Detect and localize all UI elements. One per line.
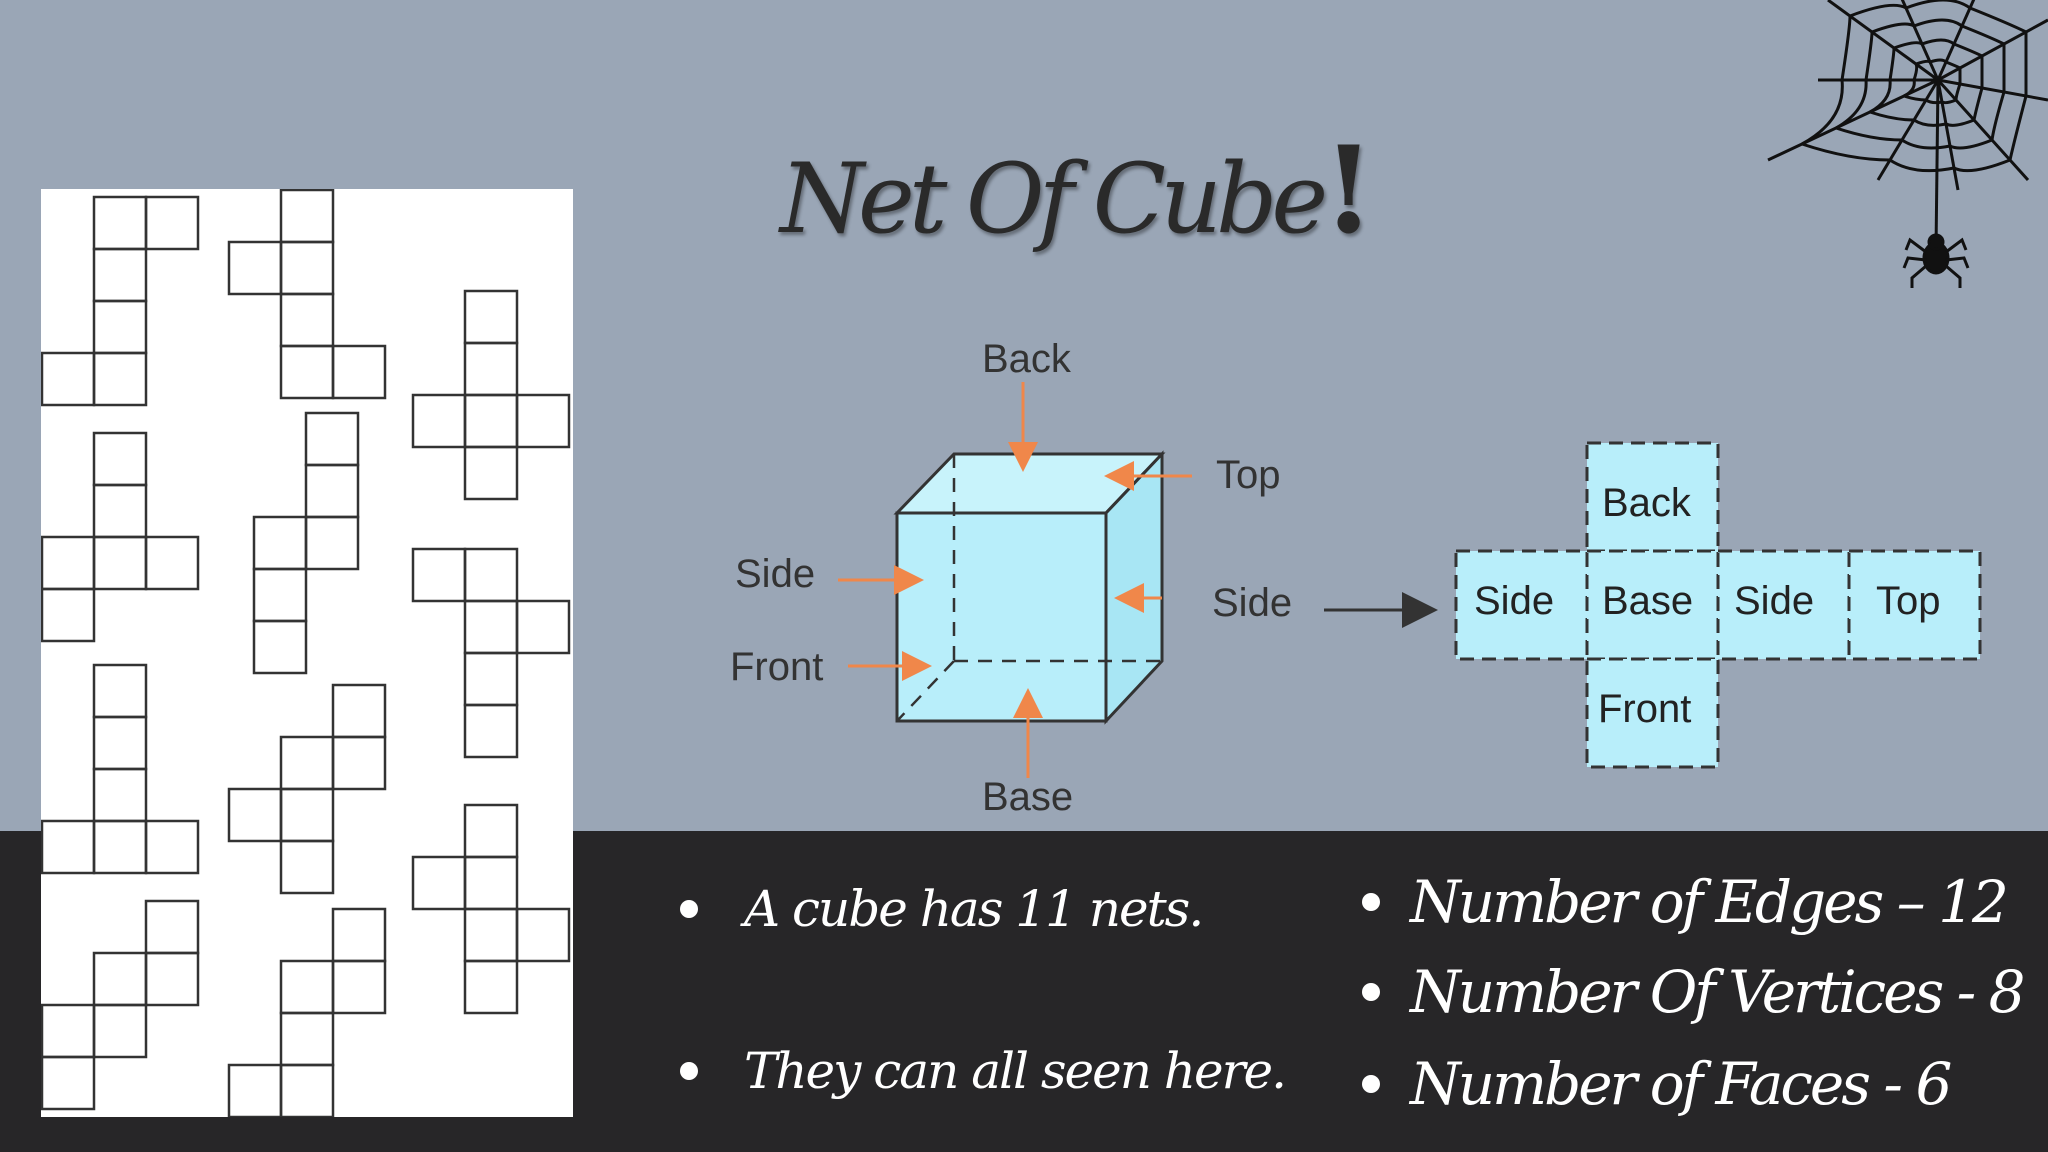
cube-net-4 bbox=[41, 431, 200, 643]
label-side-left: Side bbox=[735, 552, 815, 596]
cube-nets-image bbox=[41, 189, 573, 1117]
title-exclamation: ! bbox=[1322, 120, 1375, 261]
cube-diagram: Back Top Side Side Front Base Back Side … bbox=[730, 337, 1982, 819]
cube-net-3 bbox=[411, 289, 571, 501]
bullet-icon bbox=[1362, 893, 1380, 911]
net-label-side-1: Side bbox=[1474, 579, 1554, 623]
cube-net-8 bbox=[227, 683, 387, 895]
bullet-item: Number of Faces - 6 bbox=[1362, 1050, 1952, 1118]
net-label-side-2: Side bbox=[1734, 579, 1814, 623]
title-text: Net Of Cube bbox=[780, 143, 1328, 255]
unfolded-net bbox=[1454, 441, 1982, 769]
net-label-base: Base bbox=[1602, 579, 1693, 623]
bullet-text: Number of Edges – 12 bbox=[1410, 868, 2009, 936]
cube-net-9 bbox=[411, 803, 571, 1015]
label-side-right: Side bbox=[1212, 581, 1292, 625]
cube-net-5 bbox=[252, 411, 360, 675]
bullet-text: Number Of Vertices - 8 bbox=[1410, 958, 2026, 1026]
cube-net-11 bbox=[227, 907, 387, 1117]
bullet-text: They can all seen here. bbox=[744, 1042, 1287, 1100]
label-back: Back bbox=[982, 337, 1072, 381]
bullet-icon bbox=[680, 1062, 698, 1080]
cube-net-1 bbox=[41, 195, 200, 407]
label-top: Top bbox=[1216, 453, 1281, 497]
cube-net-2 bbox=[227, 189, 387, 400]
spider-web-icon bbox=[1767, 0, 2048, 288]
cube-net-6 bbox=[411, 547, 571, 759]
label-base: Base bbox=[982, 775, 1073, 819]
bullet-item: Number Of Vertices - 8 bbox=[1362, 958, 2026, 1026]
bullet-icon bbox=[680, 900, 698, 918]
cube-net-7 bbox=[41, 663, 200, 875]
net-label-top: Top bbox=[1876, 579, 1941, 623]
bullet-item: A cube has 11 nets. bbox=[680, 880, 1204, 938]
bullet-item: Number of Edges – 12 bbox=[1362, 868, 2009, 936]
slide-title: Net Of Cube! bbox=[780, 120, 1375, 261]
bullet-icon bbox=[1362, 1075, 1380, 1093]
cube-net-10 bbox=[41, 899, 200, 1111]
net-label-front: Front bbox=[1598, 687, 1691, 731]
bullet-text: A cube has 11 nets. bbox=[744, 880, 1204, 938]
bullet-text: Number of Faces - 6 bbox=[1410, 1050, 1952, 1118]
bullet-item: They can all seen here. bbox=[680, 1042, 1287, 1100]
cube-3d bbox=[893, 450, 1166, 725]
label-front: Front bbox=[730, 645, 823, 689]
net-label-back: Back bbox=[1602, 481, 1692, 525]
bullet-icon bbox=[1362, 983, 1380, 1001]
